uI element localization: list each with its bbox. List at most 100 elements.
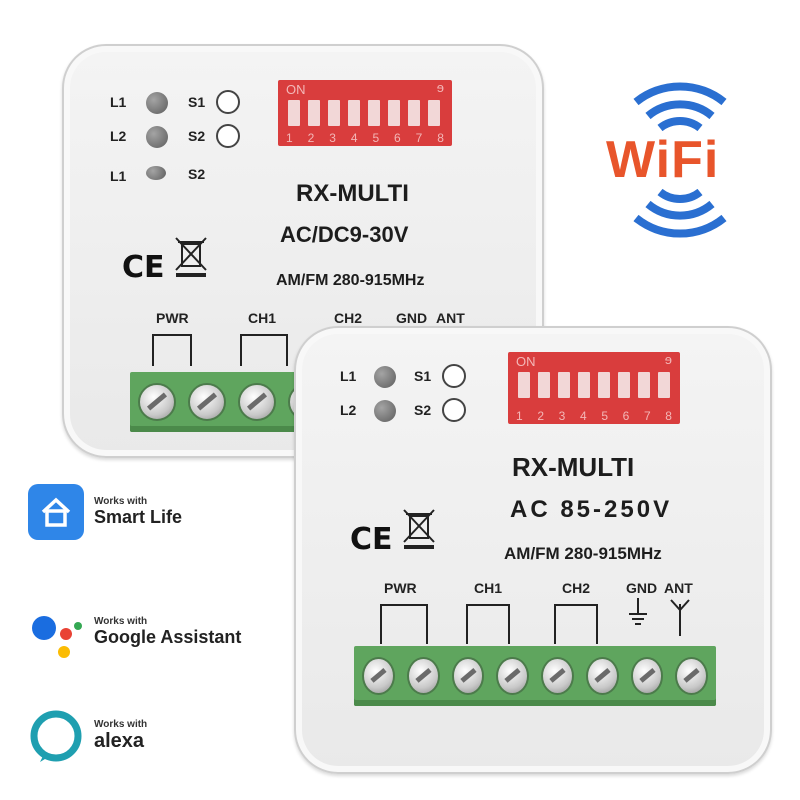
led-l2 [146,126,168,148]
frequency-rating: AM/FM 280-915MHz [276,272,425,289]
dip-sw-5[interactable] [368,100,380,126]
button-label-s1: S1 [188,94,206,110]
terminal-screw[interactable] [406,657,440,695]
dip-switch[interactable]: ON ɘ 1 2 3 4 5 6 7 8 [278,80,452,146]
dip-brand-icon: ɘ [664,352,672,367]
terminal-screw[interactable] [496,657,529,695]
wifi-text: WiFi [606,131,720,189]
ce-mark: CE [122,250,165,285]
terminal-screw[interactable] [451,657,485,695]
dip-sw-7[interactable] [638,372,650,398]
dip-num: 4 [350,131,358,145]
button-s1[interactable] [216,90,240,114]
receiver-ac: L1 L2 S1 S2 ON ɘ 1 2 3 4 5 6 7 8 RX-MULT… [294,326,772,774]
badge-smart-life: Works with Smart Life [28,484,182,540]
dip-num: 8 [665,409,672,423]
dip-numbers: 1 2 3 4 5 6 7 8 [516,409,672,423]
smart-life-small: Works with [94,496,148,507]
dip-sw-7[interactable] [408,100,420,126]
dip-sw-6[interactable] [388,100,400,126]
terminal-label-pwr: PWR [384,580,417,596]
terminal-screw[interactable] [585,657,619,695]
dip-num: 5 [372,131,380,145]
dip-sw-8[interactable] [428,100,440,126]
terminal-screw[interactable] [675,657,708,695]
voltage-rating: AC 85-250V [510,496,673,523]
dip-num: 8 [437,131,444,145]
badge-google-assistant: Works with Google Assistant [28,604,241,660]
alexa-name: alexa [94,730,145,752]
terminal-label-gnd: GND [396,310,428,326]
dip-sw-4[interactable] [348,100,360,126]
dip-switch[interactable]: ON ɘ 1 2 3 4 5 6 7 8 [508,352,680,424]
dip-sw-6[interactable] [618,372,630,398]
led-label-l1: L1 [340,368,357,384]
led-label-l1: L1 [110,94,127,110]
led-label-l2: L2 [110,128,127,144]
dip-on-label: ON [286,82,306,97]
frequency-rating: AM/FM 280-915MHz [504,544,662,563]
terminal-screw[interactable] [138,383,176,421]
dip-sw-5[interactable] [598,372,610,398]
led-l1 [374,366,396,388]
dip-brand-icon: ɘ [436,80,444,95]
dip-num: 4 [579,409,587,423]
smart-life-name: Smart Life [94,507,183,527]
terminal-screw[interactable] [238,383,276,421]
ground-symbol-icon [629,598,647,625]
button-s1[interactable] [442,364,466,388]
button-s2[interactable] [442,398,466,422]
alexa-small: Works with [94,719,148,730]
led-l2 [374,400,396,422]
ce-mark: CE [350,522,393,557]
terminal-label-ch1: CH1 [474,580,503,596]
weee-bin-icon [175,237,207,277]
model-name: RX-MULTI [296,180,409,207]
dip-sw-4[interactable] [578,372,590,398]
dip-sw-1[interactable] [518,372,530,398]
terminal-screw[interactable] [188,383,226,421]
dip-num: 2 [307,131,315,145]
led-l1 [146,92,168,114]
dip-on-label: ON [516,354,536,369]
terminal-block [354,646,716,706]
badge-alexa: Works with alexa [28,708,147,764]
smart-life-house-icon [28,484,84,540]
dip-numbers: 1 2 3 4 5 6 7 8 [286,131,444,145]
terminal-screw[interactable] [362,657,395,695]
terminal-label-ch2: CH2 [334,310,363,326]
dip-sw-3[interactable] [558,372,570,398]
dip-num: 3 [558,409,566,423]
dip-sw-1[interactable] [288,100,300,126]
google-assistant-icon [32,616,82,658]
wifi-logo: WiFi [600,80,760,240]
led-label-l1-lower: L1 [110,168,127,184]
dip-sw-2[interactable] [308,100,320,126]
terminal-label-ant: ANT [664,580,693,596]
terminal-label-ch1: CH1 [248,310,277,326]
terminal-label-ch2: CH2 [562,580,591,596]
dip-num: 1 [516,409,523,423]
ch2-wire [554,604,598,644]
dip-sw-8[interactable] [658,372,670,398]
dip-num: 2 [537,409,545,423]
dip-sw-2[interactable] [538,372,550,398]
dip-num: 6 [622,409,630,423]
terminal-label-pwr: PWR [156,310,189,326]
weee-bin-icon [403,509,435,549]
pwr-wire [152,334,192,366]
dip-num: 7 [643,409,651,423]
voltage-rating: AC/DC9-30V [280,222,409,247]
wifi-arcs-icon [633,82,727,238]
button-s2[interactable] [216,124,240,148]
led-label-l2: L2 [340,402,357,418]
terminal-screw[interactable] [630,657,664,695]
antenna-symbol-icon [670,599,690,636]
button-label-s2-lower: S2 [188,166,206,182]
dip-sw-3[interactable] [328,100,340,126]
dip-num: 6 [394,131,401,145]
terminal-screw[interactable] [541,657,574,695]
dip-num: 7 [415,131,423,145]
ch1-wire [240,334,288,366]
model-name: RX-MULTI [512,452,635,482]
